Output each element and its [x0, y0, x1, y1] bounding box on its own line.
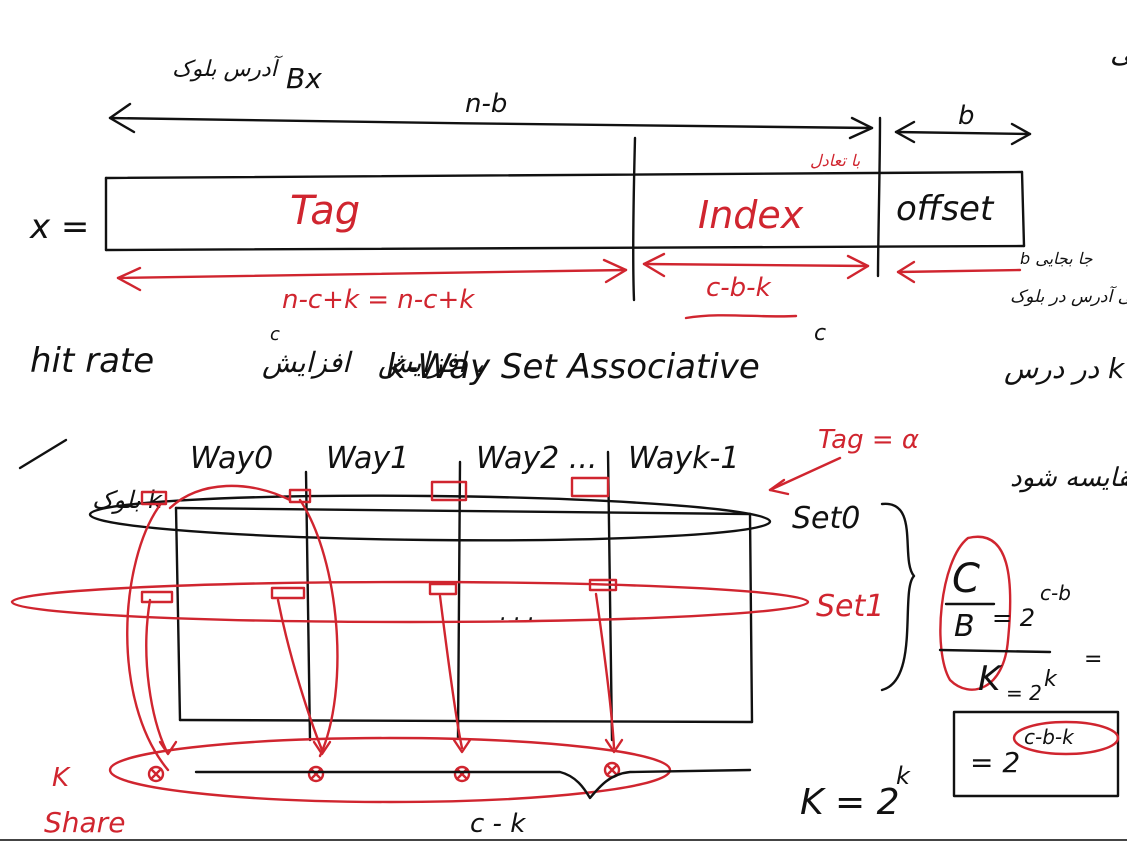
b-span-arrow	[894, 120, 1032, 146]
way-0-label: Way0	[190, 441, 273, 476]
result-base: = 2	[970, 746, 1020, 779]
formula-num-top: C	[952, 556, 980, 602]
k-share-k: K	[52, 763, 71, 793]
index-field-label: Index	[698, 193, 804, 237]
index-width-arrow	[642, 252, 870, 280]
comparator-ellipse	[108, 736, 672, 804]
title-text: قالب آدرس در حافظه کش مجموعه انجمنی k-تا…	[1110, 35, 1127, 69]
result-box	[952, 710, 1120, 798]
b-label: b	[958, 101, 975, 131]
tag-field-label: Tag	[290, 188, 360, 234]
way-k-1-label: Wayk-1	[628, 441, 739, 476]
tag-pointer-arrowhead	[768, 478, 790, 496]
formula-pow-cb-exp: c-b	[1040, 581, 1071, 605]
c-mark-small: c	[270, 324, 280, 345]
index-note: با تعادل	[810, 151, 861, 170]
offset-description: محل نسبی آدرس در بلوک	[1010, 286, 1127, 307]
formula-eq-sign: =	[1084, 647, 1102, 672]
set1-label: Set1	[816, 589, 884, 624]
compare-arrows	[145, 592, 624, 756]
tag-width-arrow	[116, 258, 628, 292]
increase-text-2: ، افزایش	[378, 346, 484, 379]
formula-pow-cb: = 2	[992, 604, 1035, 632]
scribble-mark	[684, 314, 798, 320]
offset-width-label: جا بجایی b	[1020, 249, 1093, 268]
way-1-label: Way1	[326, 441, 409, 476]
offset-field-label: offset	[896, 189, 995, 229]
hit-rate-text: hit rate	[30, 341, 154, 381]
formula-red-loop	[939, 535, 1012, 691]
way-loop-1	[298, 498, 339, 758]
result-exp-loop	[1012, 720, 1120, 756]
n-b-span-arrow	[108, 102, 874, 140]
address-format-box	[104, 116, 1026, 302]
formula-num-bottom: B	[954, 609, 975, 644]
tag-equals-alpha: Tag = α	[818, 425, 919, 455]
increase-text: افزایش	[262, 346, 353, 379]
x-equals-label: x =	[29, 207, 89, 247]
bottom-c-k-label: c - k	[470, 809, 526, 839]
n-b-label: n-b	[465, 89, 507, 119]
k-share-share: Share	[44, 806, 125, 839]
set-brace	[880, 502, 916, 692]
way-2-label: Way2 ...	[476, 441, 597, 476]
ellipsis-label: . . .	[500, 601, 535, 626]
way-loop-0	[126, 503, 170, 772]
k-equals-exp: k	[896, 762, 911, 790]
offset-width-arrow	[896, 260, 1022, 284]
result-exp: c-b-k	[1024, 725, 1075, 749]
set1-ellipse	[10, 580, 810, 624]
way-loop-01-top	[168, 484, 292, 510]
set0-label: Set0	[792, 501, 860, 536]
formula-denom: K	[978, 659, 1003, 699]
formula-denom-exp: = 2	[1006, 681, 1042, 705]
cache-grid	[174, 450, 754, 742]
c-mark: c	[814, 321, 826, 346]
index-width-label: c-b-k	[706, 273, 772, 303]
k-equals-label: K = 2	[800, 782, 900, 823]
tag-pointer-arrow	[768, 456, 842, 492]
comparator-circles	[147, 761, 621, 783]
block-address-label: آدرس بلوک	[172, 55, 284, 82]
with-increase-text: با افزایش k در درس	[1004, 352, 1127, 385]
formula-denom-exp2: k	[1044, 667, 1058, 692]
tag-width-label: n-c+k = n-c+k	[282, 285, 475, 315]
divider-stroke	[18, 438, 68, 470]
compare-note: مقایسه شود	[1010, 463, 1127, 493]
kway-text: k-Way Set Associative	[386, 347, 760, 387]
formula-main-line	[938, 648, 1052, 654]
block-address-symbol: Bx	[286, 62, 322, 95]
bottom-brace	[194, 768, 752, 800]
set0-ellipse	[88, 494, 772, 542]
